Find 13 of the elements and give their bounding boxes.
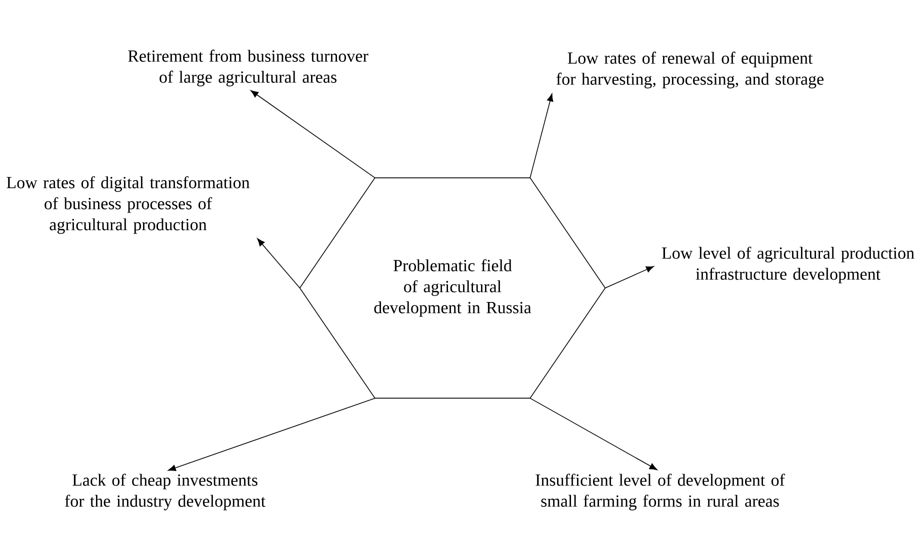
arrow	[257, 238, 300, 288]
cause-text: Low level of agricultural production infrastructure development	[662, 246, 914, 284]
arrow	[530, 94, 554, 178]
cause-text: Low rates of digital transformation of business processes of agricultural production	[6, 176, 250, 234]
arrow	[604, 266, 654, 288]
arrow	[168, 398, 376, 472]
cause-text: Insufficient level of development of small farming forms in rural areas	[536, 474, 785, 510]
arrow	[250, 90, 376, 178]
cause-text: Lack of cheap investments for the industry development	[64, 474, 266, 510]
arrow	[530, 398, 658, 470]
cause-text: Low rates of renewal of equipment for harvesting, processing, and storage	[556, 52, 824, 88]
cause-text: Retirement from business turnover of large agricultural areas	[128, 50, 368, 86]
hexagon: Problematic field of agricultural development in Russia	[299, 177, 606, 399]
